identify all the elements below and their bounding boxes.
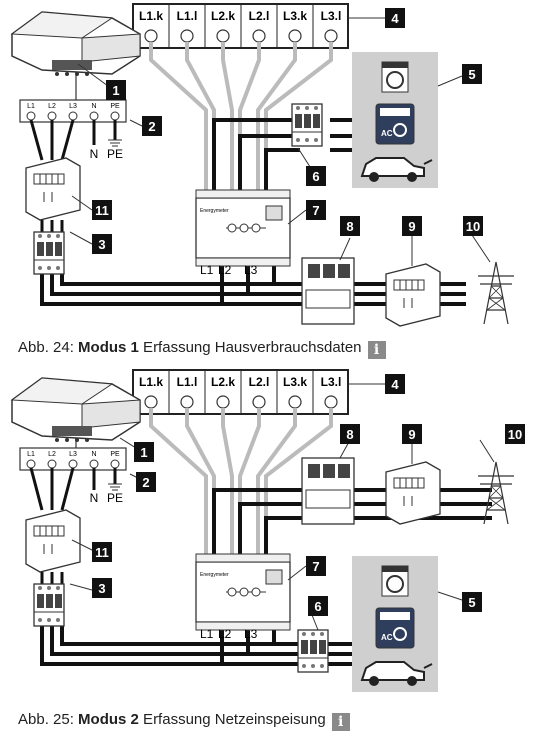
terminal-label-l2k: L2.k <box>211 375 235 389</box>
diagram-mode-2: L1.k L1.l L2.k L2.l L3.k L3.l <box>11 369 525 693</box>
caption-figure-24: Abb. 24: Modus 1 Erfassung Hausverbrauch… <box>18 339 386 359</box>
callouts-1: 4 1 2 3 11 6 7 8 9 10 5 <box>92 8 483 254</box>
info-icon: i <box>331 713 350 731</box>
caption-text: Erfassung Hausverbrauchsdaten <box>138 339 362 356</box>
grid-meter <box>25 157 81 221</box>
caption-mode: Modus 2 <box>78 711 139 728</box>
callout-7-2: 7 <box>312 559 319 574</box>
terminal-label-l2k: L2.k <box>211 9 235 23</box>
callout-5-2: 5 <box>468 595 475 610</box>
caption-text: Erfassung Netzeinspeisung <box>138 711 326 728</box>
diagram-mode-1: L1.k L1.l L2.k L2.l L3.k L3.l <box>11 3 515 327</box>
inv-term-pe: PE <box>110 451 120 458</box>
callout-4-2: 4 <box>391 377 399 392</box>
energy-meter-label: Energymeter <box>200 208 229 214</box>
caption-figure-25: Abb. 25: Modus 2 Erfassung Netzeinspeisu… <box>18 711 350 731</box>
label-pe: PE <box>107 147 123 161</box>
inv-term-n: N <box>91 451 96 458</box>
meter-label-l2: L2 <box>218 263 232 277</box>
callout-4: 4 <box>391 11 399 26</box>
breaker-6 <box>291 103 323 147</box>
terminal-label-l1l: L1.l <box>177 9 198 23</box>
callout-5: 5 <box>468 67 475 82</box>
callouts-2: 4 1 2 3 11 6 7 8 9 10 5 <box>92 374 525 616</box>
breaker-6-2 <box>297 629 329 673</box>
terminal-label-l1l: L1.l <box>177 375 198 389</box>
caption-prefix: Abb. 25: <box>18 711 79 728</box>
inv-term-pe: PE <box>110 103 120 110</box>
inverter <box>11 11 141 77</box>
callout-2: 2 <box>148 119 155 134</box>
terminal-labels: L1.k L1.l L2.k L2.l L3.k L3.l <box>139 9 341 23</box>
callout-11: 11 <box>95 203 109 218</box>
callout-9-2: 9 <box>408 427 415 442</box>
info-icon: i <box>367 341 386 359</box>
meter-label-l2-2: L2 <box>218 627 232 641</box>
caption-prefix: Abb. 24: <box>18 339 79 356</box>
inv-term-l1: L1 <box>27 451 35 458</box>
terminal-label-l3l: L3.l <box>321 375 342 389</box>
breaker-8 <box>301 257 355 325</box>
callout-10: 10 <box>466 219 480 234</box>
callout-2-2: 2 <box>142 475 149 490</box>
inv-term-n: N <box>91 103 96 110</box>
label-pe-2: PE <box>107 491 123 505</box>
inv-term-l1: L1 <box>27 103 35 110</box>
callout-6-2: 6 <box>314 599 321 614</box>
energy-meter-2 <box>195 553 291 631</box>
consumers-panel <box>351 51 439 189</box>
inverter-2 <box>11 377 141 443</box>
callout-9: 9 <box>408 219 415 234</box>
pylon <box>477 261 515 325</box>
callout-1-2: 1 <box>140 445 147 460</box>
meter-label-l3-2: L3 <box>244 627 258 641</box>
grid-meter-2 <box>25 509 81 573</box>
callout-7: 7 <box>312 203 319 218</box>
inv-term-l3: L3 <box>69 103 77 110</box>
caption-mode: Modus 1 <box>78 339 139 356</box>
callout-3: 3 <box>98 237 105 252</box>
meter-9-2 <box>385 461 441 525</box>
callout-3-2: 3 <box>98 581 105 596</box>
terminal-label-l2l: L2.l <box>249 9 270 23</box>
label-n-2: N <box>90 491 99 505</box>
inv-term-l2: L2 <box>48 103 56 110</box>
terminal-label-l3l: L3.l <box>321 9 342 23</box>
terminal-labels-2: L1.k L1.l L2.k L2.l L3.k L3.l <box>139 375 341 389</box>
consumers-panel-2 <box>351 555 439 693</box>
energy-meter-label-2: Energymeter <box>200 572 229 578</box>
callout-10-2: 10 <box>508 427 522 442</box>
meter-label-l1-2: L1 <box>200 627 214 641</box>
callout-6: 6 <box>312 169 319 184</box>
meter-9 <box>385 263 441 327</box>
callout-1: 1 <box>112 83 119 98</box>
callout-8-2: 8 <box>346 427 353 442</box>
pylon-2 <box>477 461 515 525</box>
energy-meter <box>195 189 291 267</box>
terminal-label-l1k: L1.k <box>139 9 163 23</box>
inv-term-l3: L3 <box>69 451 77 458</box>
meter-label-l1: L1 <box>200 263 214 277</box>
breaker-3-2 <box>33 583 65 627</box>
terminal-label-l3k: L3.k <box>283 375 307 389</box>
callout-8: 8 <box>346 219 353 234</box>
breaker-8-2 <box>301 457 355 525</box>
inv-term-l2: L2 <box>48 451 56 458</box>
callout-11-2: 11 <box>95 545 109 560</box>
terminal-label-l3k: L3.k <box>283 9 307 23</box>
label-n: N <box>90 147 99 161</box>
meter-label-l3: L3 <box>244 263 258 277</box>
terminal-label-l2l: L2.l <box>249 375 270 389</box>
breaker-3 <box>33 231 65 275</box>
terminal-label-l1k: L1.k <box>139 375 163 389</box>
